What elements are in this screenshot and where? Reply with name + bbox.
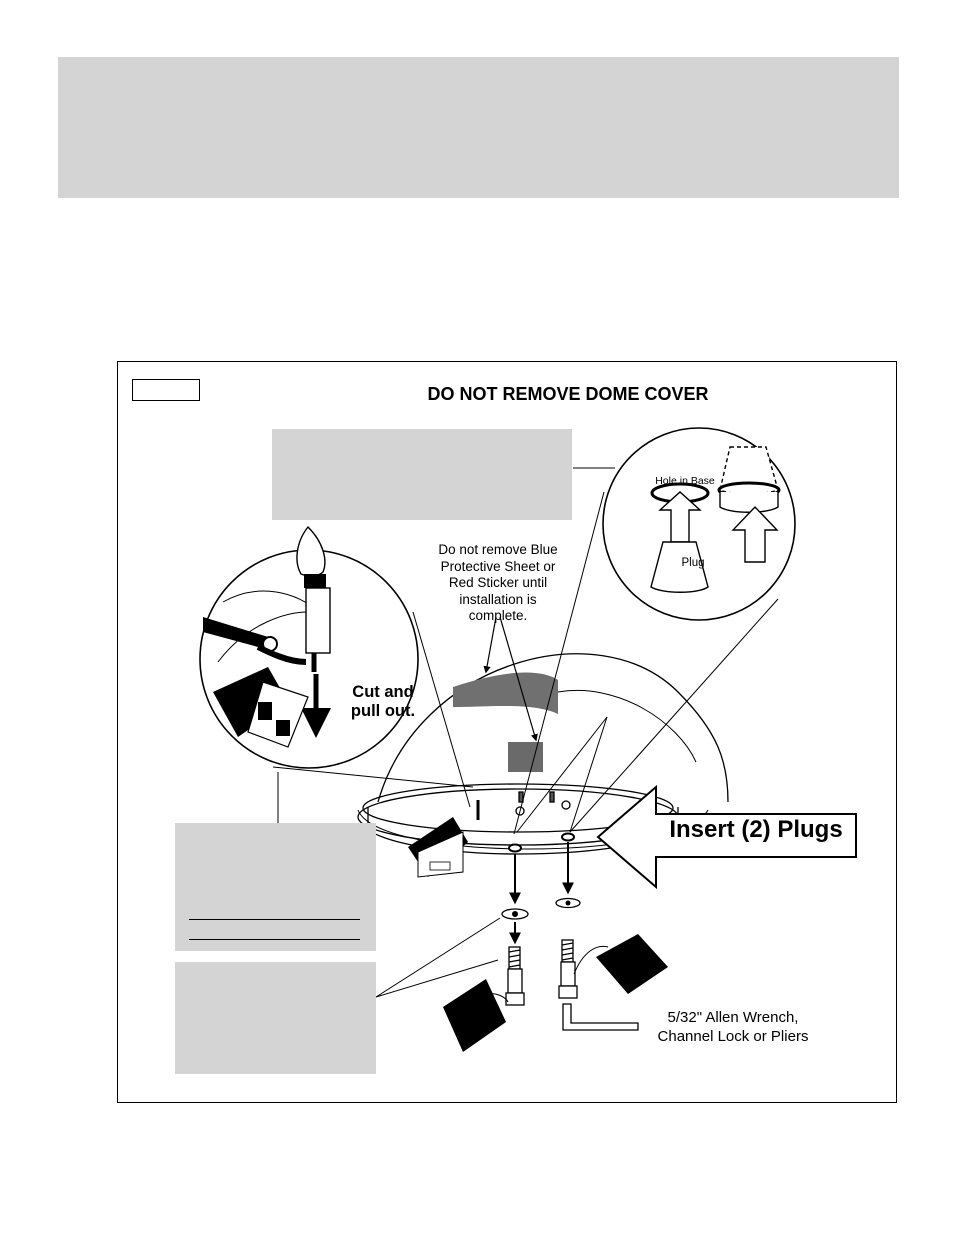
warning-label: Do not remove Blue Protective Sheet or R… [438,542,558,623]
figure-title: DO NOT REMOVE DOME COVER [427,384,709,404]
diagram-artwork [199,427,857,1052]
insert-plugs-arrow [596,784,857,890]
plug-icon [650,541,709,593]
wire-housing [305,587,331,654]
figure-number-box [132,379,200,401]
light-bulb-icon [296,525,326,577]
blue-protective-sheet [453,672,558,714]
plug-detail-circle [602,427,796,621]
tools-label: 5/32" Allen Wrench, Channel Lock or Plie… [657,1009,809,1045]
installation-figure: DO NOT REMOVE DOME COVER [117,361,897,1103]
cut-detail-circle [199,525,419,769]
rule-line-2 [189,939,360,940]
scissors-icon [203,617,278,647]
callout-box-redacted-left-2 [175,962,376,1074]
header-banner-redacted [58,57,899,198]
allen-wrench-icon [562,1003,639,1031]
insert-plugs-label: Insert (2) Plugs [669,816,843,843]
tag-icon-bolt-1 [443,979,506,1052]
rule-line-1 [189,919,360,920]
bulb-socket [304,574,326,588]
callout-box-redacted-left-1 [175,823,376,951]
plug-label: Plug [681,557,705,569]
red-sticker [508,742,543,772]
tag-icon-bolt-2 [596,934,668,994]
bolt-icon [505,946,525,1006]
callout-box-redacted-top [272,429,572,520]
tag-icon [247,681,309,748]
cut-label: Cut and pull out. [350,683,416,720]
hole-in-base-label: Hole in Base [655,475,715,487]
dome-outline [377,653,729,803]
